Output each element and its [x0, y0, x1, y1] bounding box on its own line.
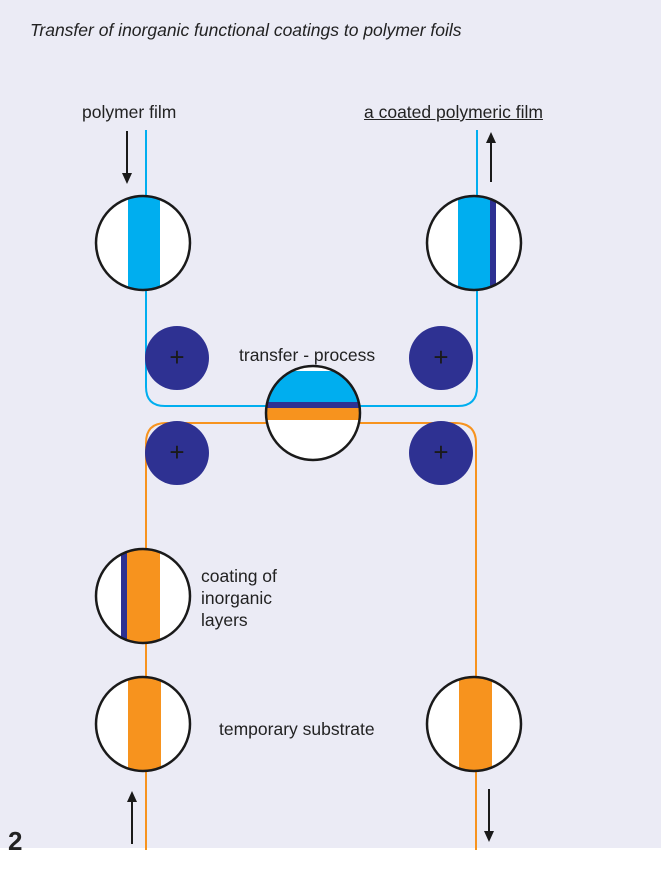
arrow-up-icon	[127, 791, 137, 844]
label-coated-film: a coated polymeric film	[364, 102, 543, 122]
svg-text:+: +	[433, 342, 448, 372]
substrate-path	[145, 422, 477, 850]
arrow-up-icon	[486, 132, 496, 182]
svg-text:+: +	[433, 437, 448, 467]
roller-top-left: +	[145, 326, 209, 390]
arrow-down-icon	[484, 789, 494, 842]
label-polymer-film: polymer film	[82, 102, 177, 122]
magnifier-substrate-left	[94, 675, 192, 773]
svg-text:+: +	[169, 437, 184, 467]
diagram-title: Transfer of inorganic functional coating…	[30, 20, 462, 40]
roller-bottom-right: +	[409, 421, 473, 485]
magnifier-coated-film	[425, 194, 523, 292]
label-transfer-process: transfer - process	[239, 345, 376, 365]
magnifier-polymer-film	[94, 194, 192, 292]
arrow-down-icon	[122, 131, 132, 184]
roller-top-right: +	[409, 326, 473, 390]
magnifier-coating	[94, 547, 192, 645]
magnifier-transfer	[264, 364, 362, 462]
svg-text:+: +	[169, 342, 184, 372]
magnifier-substrate-right	[425, 675, 523, 773]
label-temporary-substrate: temporary substrate	[219, 719, 375, 739]
label-coating: coating of inorganic layers	[201, 566, 277, 630]
roller-bottom-left: +	[145, 421, 209, 485]
figure-number: 2	[8, 826, 23, 856]
